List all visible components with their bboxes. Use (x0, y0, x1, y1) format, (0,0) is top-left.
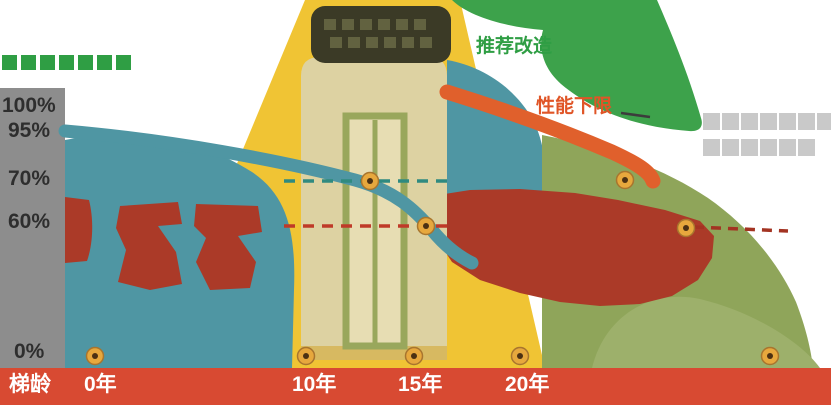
y-tick-70: 70% (8, 167, 51, 190)
y-tick-0: 0% (14, 340, 45, 363)
curve-marker-70pct-renovated (615, 170, 635, 190)
curve-marker-60pct-15yr (416, 216, 436, 236)
cropped-green-text (2, 55, 131, 70)
limit-label-pointer (620, 111, 651, 119)
illegible-red-text-right (432, 189, 714, 306)
recommended-renovation-label: 推荐改造 (476, 36, 553, 57)
x-tick-20yr: 20年 (505, 373, 550, 396)
x-axis-bar (0, 368, 831, 405)
lower-limit-curve (439, 84, 661, 189)
elevator-shaft (301, 57, 447, 360)
axis-marker-10yr (296, 346, 316, 366)
y-tick-60: 60% (8, 210, 51, 233)
axis-marker-30yr-plus (760, 346, 780, 366)
x-tick-10yr: 10年 (292, 373, 337, 396)
curve-marker-70pct-10yr (360, 171, 380, 191)
illegible-dark-callout (311, 6, 451, 63)
red-left-block (65, 197, 93, 263)
y-tick-95: 95% (8, 119, 51, 142)
x-tick-0yr: 0年 (84, 373, 117, 396)
performance-curve (58, 124, 479, 270)
axis-marker-15yr (404, 346, 424, 366)
performance-area-left (65, 134, 295, 368)
curve-marker-60pct-renovated (676, 218, 696, 238)
illegible-red-text-left (116, 202, 262, 290)
illegible-gray-caption (703, 113, 831, 156)
y-tick-100: 100% (2, 94, 56, 117)
x-axis-title: 梯龄 (9, 373, 51, 396)
x-tick-15yr: 15年 (398, 373, 443, 396)
axis-marker-20yr (510, 346, 530, 366)
renovation-area-top (452, 0, 702, 132)
y-axis-panel (0, 88, 65, 368)
performance-lower-limit-label: 性能下限 (536, 96, 613, 117)
axis-marker-0yr (85, 346, 105, 366)
